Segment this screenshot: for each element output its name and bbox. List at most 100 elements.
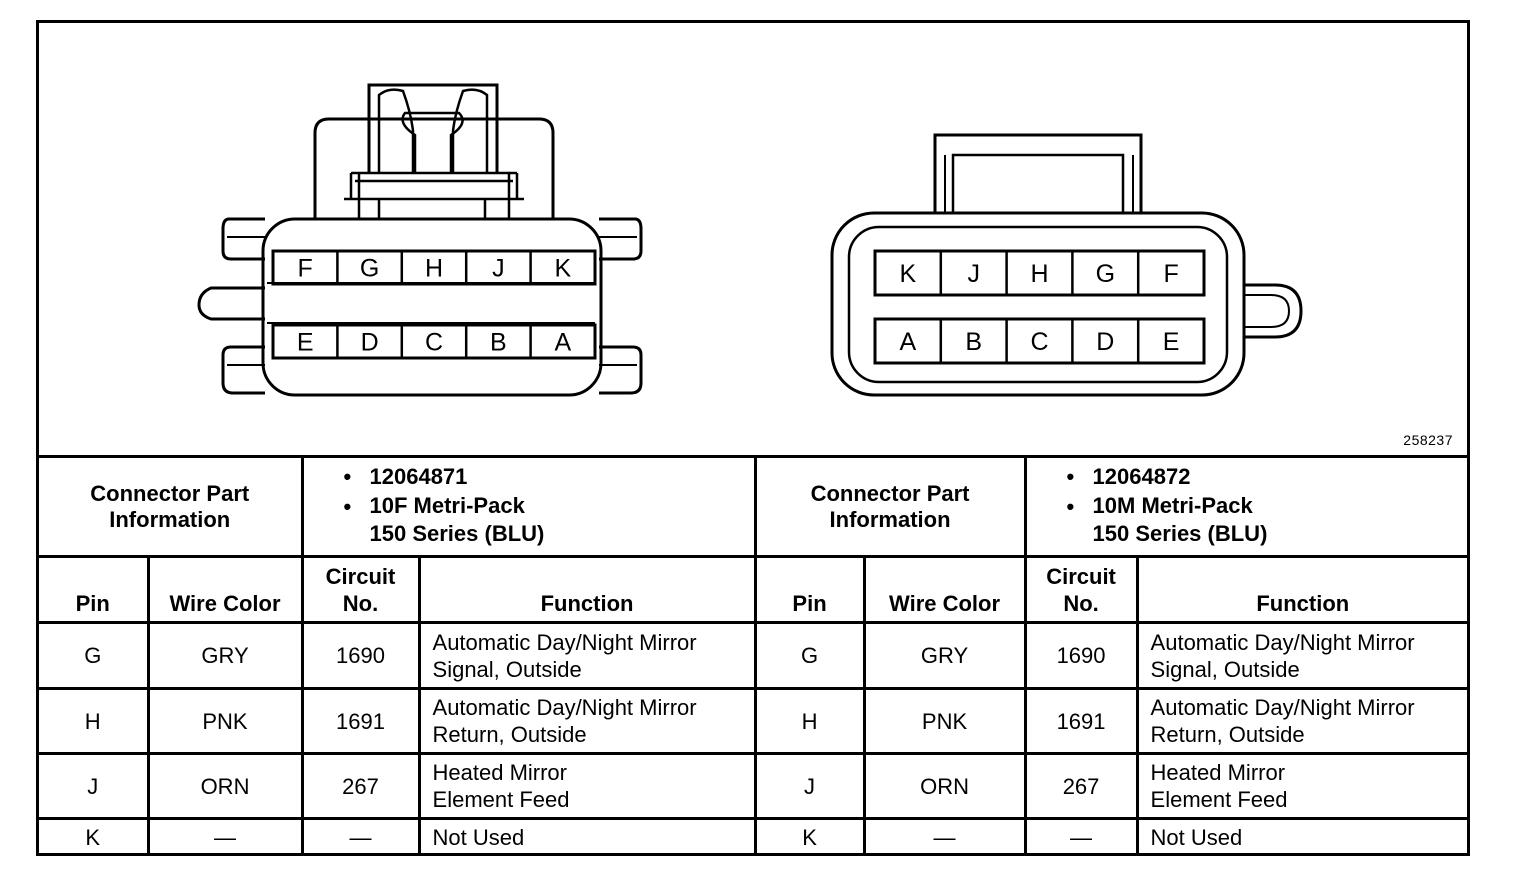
pin-row-top-frame	[873, 249, 1206, 297]
male-connector-drawing	[830, 133, 1303, 397]
wire-color-cell: ORN	[146, 752, 304, 820]
wire-color-cell: PNK	[146, 687, 304, 755]
header-pin: Pin	[39, 555, 150, 623]
pin-label-b: B	[490, 329, 507, 357]
male-latch-outer	[933, 133, 1143, 213]
latch-hood	[313, 117, 555, 218]
part-number: 12064871	[369, 464, 468, 489]
part-description-line: 150 Series (BLU)	[369, 521, 545, 546]
column-header-row: Pin Wire Color Circuit No. Function Pin …	[39, 555, 1468, 623]
male-connector-body-inner	[847, 225, 1229, 384]
function-line: Return, Outside	[1150, 722, 1305, 747]
function-line: Automatic Day/Night Mirror	[432, 629, 697, 655]
male-tab	[1244, 283, 1303, 339]
header-pin: Pin	[753, 555, 866, 623]
bullet: •	[343, 464, 352, 489]
circuit-no-cell: 1690	[1023, 621, 1139, 690]
wire-color-cell: ORN	[862, 752, 1027, 820]
pin-label-a: A	[554, 329, 571, 357]
pin-cell: J	[753, 752, 866, 820]
left-rail-lines	[227, 236, 265, 366]
circuit-no-cell: 267	[300, 752, 421, 820]
body-inner-lines	[267, 282, 595, 324]
part-description-line: 150 Series (BLU)	[1092, 521, 1268, 546]
circuit-no-cell: —	[300, 817, 421, 855]
header-wire-color: Wire Color	[146, 555, 304, 623]
connector-pinout-table: Connector Part Information • 12064871 • 10…	[39, 455, 1468, 855]
bullet: •	[1066, 494, 1075, 519]
function-cell: Not Used	[417, 817, 757, 855]
circuit-no-cell: 267	[1023, 752, 1139, 820]
pin-label-g: G	[360, 255, 379, 283]
pin-label-k: K	[900, 260, 917, 288]
function-line: Element Feed	[1150, 787, 1288, 812]
right-rail-bottom	[599, 345, 643, 395]
latch-tower	[367, 83, 499, 173]
pin-label-f: F	[298, 255, 313, 283]
part-info-label-left: Connector Part Information	[39, 455, 304, 558]
function-line: Not Used	[1150, 824, 1243, 850]
circuit-no-cell: 1691	[300, 687, 421, 755]
header-function: Function	[1135, 555, 1468, 623]
part-number: 12064872	[1092, 464, 1191, 489]
pin-row-bottom-frame	[873, 317, 1206, 365]
part-description-line: 10F Metri-Pack	[369, 493, 525, 518]
female-connector-drawing	[197, 83, 643, 397]
latch-base	[344, 197, 524, 218]
part-details-right: • 12064872 • 10M Metri-Pack 150 Series (BLU…	[1023, 455, 1468, 558]
pin-label-a: A	[900, 328, 917, 356]
male-latch-step	[944, 155, 1134, 213]
pin-label-d: D	[1096, 328, 1114, 356]
pin-cell: G	[39, 621, 150, 690]
pin-row-bottom-frame	[271, 323, 597, 360]
pin-cell: H	[39, 687, 150, 755]
male-tab-inner	[1244, 294, 1291, 328]
wire-color-cell: GRY	[862, 621, 1027, 690]
pin-label-j: J	[492, 255, 505, 283]
pin-label-c: C	[425, 329, 443, 357]
latch-inner	[377, 88, 415, 173]
circuit-no-cell: 1691	[1023, 687, 1139, 755]
left-rail-bottom	[221, 345, 265, 395]
pin-label-e: E	[297, 329, 314, 357]
function-line: Return, Outside	[432, 722, 587, 747]
header-function: Function	[417, 555, 757, 623]
function-line: Signal, Outside	[432, 656, 582, 682]
pin-cell: H	[753, 687, 866, 755]
latch-ridges	[349, 171, 519, 218]
function-line: Heated Mirror	[432, 760, 567, 785]
wire-color-cell: —	[146, 817, 304, 855]
bullet: •	[1066, 464, 1075, 489]
part-description-line: 10M Metri-Pack	[1092, 493, 1253, 518]
pin-cell: J	[39, 752, 150, 820]
latch-inner	[451, 88, 489, 173]
circuit-no-cell: 1690	[300, 621, 421, 690]
right-rail-top	[599, 217, 643, 261]
header-circuit-no: Circuit No.	[1023, 555, 1139, 623]
wire-color-cell: PNK	[862, 687, 1027, 755]
latch-tongue	[401, 111, 464, 173]
function-cell: Not Used	[1135, 817, 1468, 855]
pin-label-j: J	[967, 260, 980, 288]
pin-label-f: F	[1163, 260, 1178, 288]
function-line: Heated Mirror	[1150, 760, 1286, 785]
pin-cell: K	[753, 817, 866, 855]
female-connector-body	[261, 217, 603, 397]
pin-label-c: C	[1030, 328, 1048, 356]
pin-cell: K	[39, 817, 150, 855]
left-rail-top	[221, 217, 265, 261]
header-circuit-no: Circuit No.	[300, 555, 421, 623]
